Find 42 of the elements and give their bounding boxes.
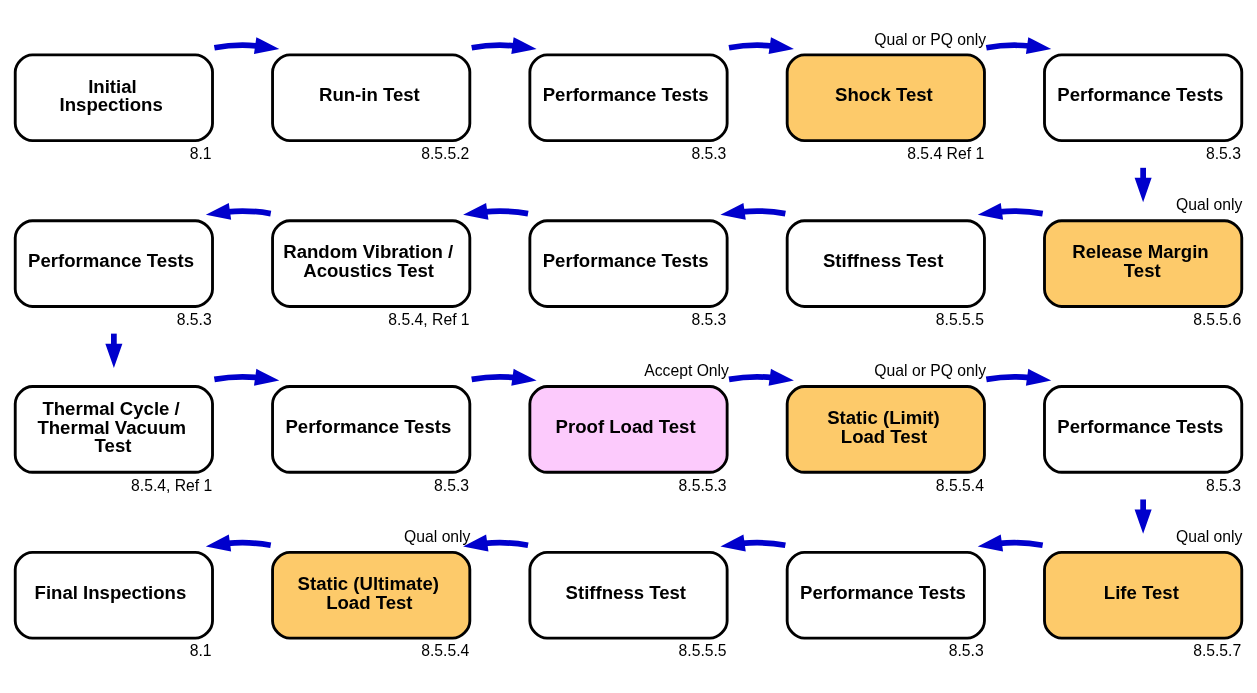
node-label: Accept Only xyxy=(644,362,729,380)
arrow xyxy=(720,534,786,552)
arrow xyxy=(728,368,794,386)
arrow xyxy=(977,534,1044,552)
arrow xyxy=(471,37,537,55)
node-label: 8.5.3 xyxy=(691,144,727,162)
node-label: 8.5.4, Ref 1 xyxy=(131,476,213,494)
node-label: 8.5.5.3 xyxy=(678,476,727,494)
node-label: Qual only xyxy=(1176,196,1243,214)
arrow xyxy=(985,368,1052,386)
node-label: 8.5.3 xyxy=(434,476,470,494)
arrow xyxy=(471,368,537,386)
node-label: 8.5.5.4 xyxy=(421,642,470,660)
node-label: 8.5.5.5 xyxy=(935,310,984,328)
node-label: Qual only xyxy=(1176,528,1243,546)
node-label: 8.5.5.4 xyxy=(935,476,984,494)
arrow xyxy=(205,202,272,220)
arrow xyxy=(205,534,272,552)
node-label: 8.5.5.7 xyxy=(1193,642,1242,660)
arrow xyxy=(213,37,280,55)
arrow xyxy=(728,37,794,55)
node-label: Qual or PQ only xyxy=(874,362,987,380)
node-label: 8.5.3 xyxy=(948,642,984,660)
arrow xyxy=(213,368,280,386)
node-label: 8.5.5.2 xyxy=(421,144,470,162)
node-label: 8.5.5.6 xyxy=(1193,310,1242,328)
arrow xyxy=(720,202,786,220)
arrow xyxy=(463,534,529,552)
node-label: 8.1 xyxy=(189,642,212,660)
node-label: 8.5.4, Ref 1 xyxy=(388,310,470,328)
arrow xyxy=(463,202,529,220)
arrow xyxy=(977,202,1044,220)
node-label: 8.5.3 xyxy=(691,310,727,328)
arrow xyxy=(985,37,1052,55)
node-label: 8.5.3 xyxy=(1206,476,1241,494)
node-label: 8.5.5.5 xyxy=(678,642,727,660)
node-label: 8.5.4 Ref 1 xyxy=(907,144,985,162)
node-label: Qual only xyxy=(404,528,471,546)
node-label: Qual or PQ only xyxy=(874,30,987,48)
node-label: 8.5.3 xyxy=(1206,144,1241,162)
node-label: 8.5.3 xyxy=(176,310,212,328)
node-label: 8.1 xyxy=(189,144,212,162)
